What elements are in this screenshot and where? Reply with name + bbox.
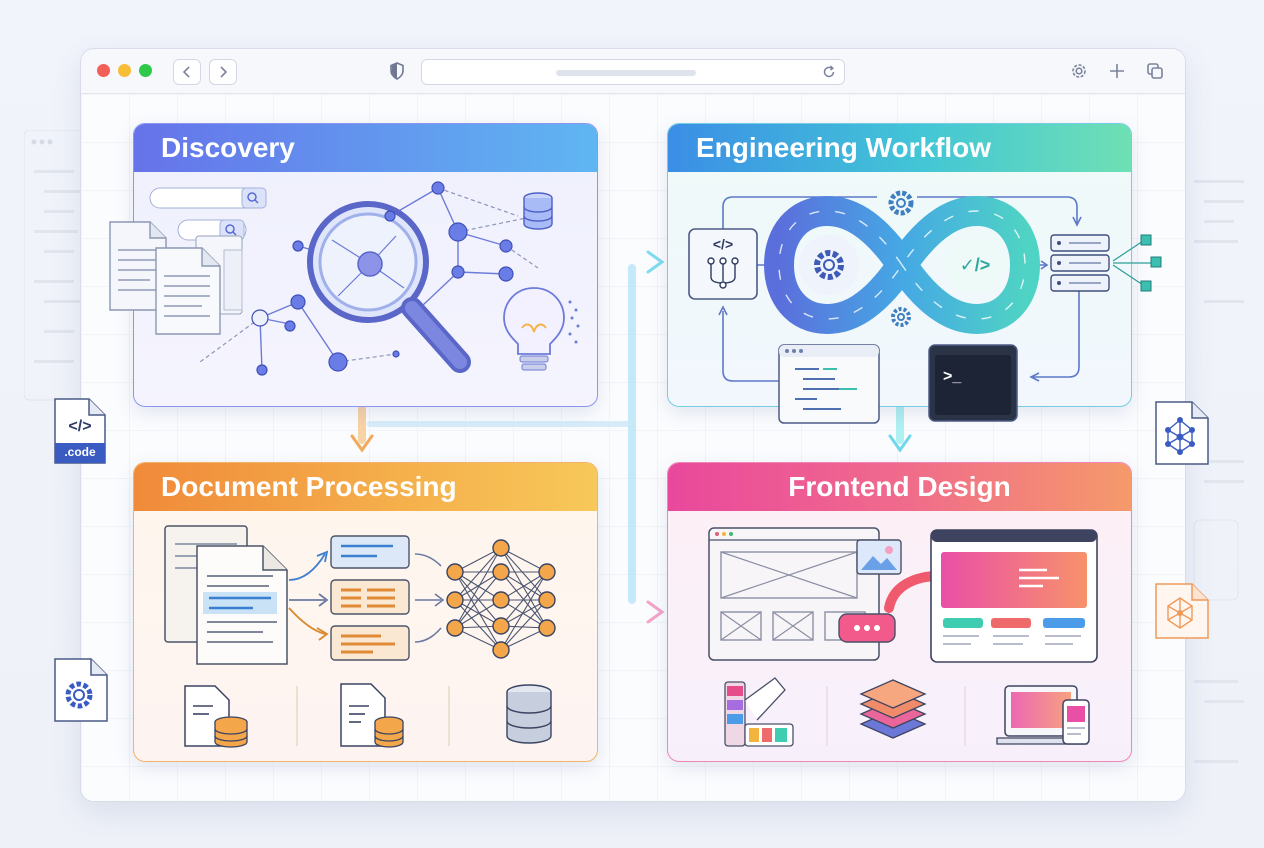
discovery-graph bbox=[200, 181, 580, 376]
panel-engineering-header: Engineering Workflow bbox=[668, 124, 1131, 172]
chevron-left-icon bbox=[182, 66, 190, 78]
gear-icon bbox=[814, 250, 844, 280]
extracted-fields-cards bbox=[330, 535, 410, 661]
chevron-right-icon bbox=[220, 66, 228, 78]
refresh-icon[interactable] bbox=[820, 63, 838, 81]
document-database-icon bbox=[184, 685, 248, 748]
url-placeholder bbox=[556, 70, 696, 76]
network-file-icon[interactable] bbox=[1154, 400, 1210, 466]
document-database-icon-2 bbox=[340, 683, 404, 748]
close-window-button[interactable] bbox=[97, 64, 110, 77]
maximize-window-button[interactable] bbox=[139, 64, 152, 77]
panel-frontend-header: Frontend Design bbox=[668, 463, 1131, 511]
code-branch-card: </> bbox=[688, 228, 758, 300]
neural-network-icon bbox=[446, 539, 556, 659]
color-palette-icon bbox=[724, 677, 794, 747]
terminal-prompt: >_ bbox=[943, 368, 962, 385]
code-symbol: </> bbox=[713, 236, 733, 252]
panel-document-header: Document Processing bbox=[134, 463, 597, 511]
browser-toolbar bbox=[81, 49, 1185, 94]
address-bar[interactable] bbox=[421, 59, 845, 85]
infinity-icon bbox=[763, 195, 1041, 335]
code-icon: </> bbox=[54, 398, 106, 464]
code-editor-window bbox=[778, 344, 880, 424]
panel-frontend-title: Frontend Design bbox=[788, 471, 1011, 502]
copy-icon[interactable] bbox=[1145, 61, 1165, 81]
minimize-window-button[interactable] bbox=[118, 64, 131, 77]
server-stack-icon bbox=[1050, 234, 1110, 292]
search-bar-2 bbox=[177, 219, 247, 241]
gear-icon[interactable] bbox=[1069, 61, 1089, 81]
wireframe-mockup bbox=[708, 527, 880, 661]
code-file-label: .code bbox=[64, 445, 96, 459]
code-file-icon[interactable]: </> .code bbox=[53, 397, 107, 465]
gear-icon-bottom bbox=[891, 307, 911, 327]
document-stack-icon bbox=[164, 525, 288, 665]
panel-engineering-title: Engineering Workflow bbox=[696, 132, 992, 163]
frontend-illustration bbox=[708, 527, 1098, 747]
code-file-symbol: </> bbox=[68, 418, 91, 435]
panel-document-title: Document Processing bbox=[161, 471, 457, 502]
document-illustration bbox=[164, 525, 556, 748]
database-icon bbox=[506, 684, 552, 744]
chat-bubble-icon bbox=[838, 613, 896, 643]
database-icon bbox=[523, 192, 553, 230]
responsive-devices-icon bbox=[996, 685, 1090, 745]
background-code-right bbox=[1193, 180, 1244, 763]
process-file-icon[interactable] bbox=[1154, 582, 1210, 640]
image-icon bbox=[856, 539, 902, 575]
panel-discovery-title: Discovery bbox=[161, 132, 295, 163]
discovery-documents bbox=[109, 221, 243, 335]
finished-page-mockup bbox=[930, 529, 1098, 663]
search-bar-1 bbox=[149, 187, 267, 209]
terminal-icon: >_ bbox=[928, 344, 1018, 422]
settings-file-icon[interactable] bbox=[53, 657, 109, 723]
gear-icon-top bbox=[888, 190, 914, 216]
engineering-illustration: </> ✓/> bbox=[688, 190, 1162, 424]
forward-button[interactable] bbox=[209, 59, 237, 85]
layers-icon bbox=[859, 679, 927, 739]
lightbulb-icon bbox=[503, 287, 580, 371]
deploy-check-symbol: ✓/> bbox=[960, 255, 991, 275]
plus-icon[interactable] bbox=[1107, 61, 1127, 81]
panel-discovery-header: Discovery bbox=[134, 124, 597, 172]
back-button[interactable] bbox=[173, 59, 201, 85]
shield-icon[interactable] bbox=[387, 61, 407, 81]
network-nodes bbox=[1112, 234, 1162, 292]
